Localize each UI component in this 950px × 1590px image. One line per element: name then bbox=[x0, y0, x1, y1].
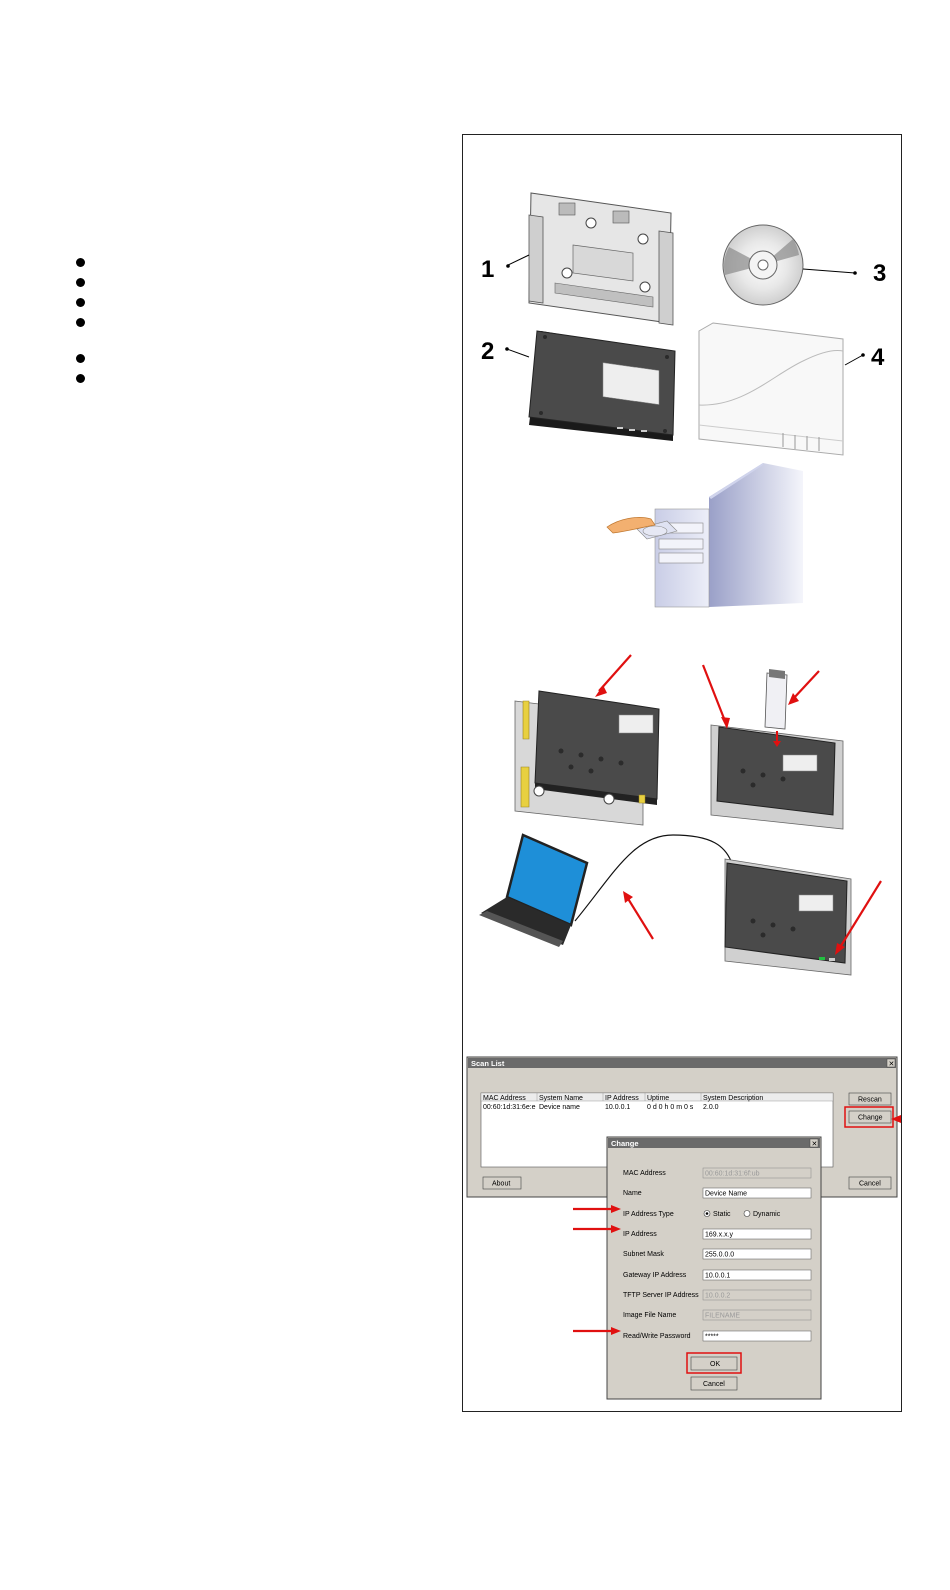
mac-field bbox=[702, 1167, 812, 1179]
image-field bbox=[702, 1309, 812, 1321]
name-input[interactable] bbox=[702, 1187, 812, 1199]
ok-highlight bbox=[686, 1352, 742, 1374]
change-close-button[interactable] bbox=[809, 1138, 819, 1148]
tftp-value: 10.0.0.2 bbox=[705, 1293, 730, 1300]
bullet bbox=[76, 258, 86, 268]
mounting-bracket-illustration bbox=[528, 192, 674, 326]
table-row[interactable]: 00:60:1d:31:6e:e Device name 10.0.0.1 0 … bbox=[483, 1104, 719, 1111]
device-mounting-illustration bbox=[514, 690, 660, 826]
close-icon: ✕ bbox=[889, 1061, 895, 1068]
gateway-value: 10.0.0.1 bbox=[705, 1273, 730, 1280]
password-value: ***** bbox=[705, 1334, 719, 1341]
ok-button[interactable] bbox=[690, 1356, 738, 1371]
name-value: Device Name bbox=[705, 1191, 747, 1198]
change-button-label: Change bbox=[858, 1115, 883, 1122]
bullet bbox=[76, 374, 86, 384]
callout-4: 4 bbox=[871, 344, 885, 371]
column-header[interactable]: IP Address bbox=[605, 1095, 639, 1102]
scan-list-title: Scan List bbox=[471, 1059, 505, 1068]
ip-label: IP Address bbox=[623, 1231, 657, 1238]
scan-cancel-button[interactable] bbox=[848, 1176, 892, 1190]
gateway-label: Gateway IP Address bbox=[623, 1272, 687, 1279]
subnet-input[interactable] bbox=[702, 1248, 812, 1260]
change-dialog: Change ✕ MAC Address 00:60:1d:31:6f:ub N… bbox=[606, 1136, 822, 1400]
mac-label: MAC Address bbox=[623, 1170, 666, 1177]
ip-value: 169.x.x.y bbox=[705, 1232, 734, 1239]
about-button-label: About bbox=[492, 1181, 510, 1188]
rescan-button[interactable] bbox=[848, 1092, 892, 1106]
device-unit-illustration bbox=[528, 330, 676, 441]
illustration-canvas: 1 3 2 4 bbox=[466, 192, 901, 1400]
power-supply-box-illustration bbox=[698, 322, 844, 456]
cell: Device name bbox=[539, 1104, 580, 1111]
tftp-field bbox=[702, 1289, 812, 1301]
cell: 00:60:1d:31:6e:e bbox=[483, 1104, 536, 1111]
scan-list-close-button[interactable] bbox=[886, 1058, 896, 1068]
password-input[interactable] bbox=[702, 1330, 812, 1342]
column-header[interactable]: System Description bbox=[703, 1095, 763, 1102]
mac-value: 00:60:1d:31:6f:ub bbox=[705, 1171, 760, 1178]
change-highlight bbox=[844, 1106, 894, 1128]
dynamic-label: Dynamic bbox=[753, 1211, 781, 1218]
computer-tower-illustration bbox=[606, 463, 803, 608]
change-button[interactable] bbox=[848, 1110, 892, 1124]
image-label: Image File Name bbox=[623, 1312, 676, 1319]
static-label: Static bbox=[713, 1211, 731, 1218]
card-insertion-illustration bbox=[710, 669, 844, 830]
cd-disc-illustration bbox=[722, 224, 804, 306]
dynamic-radio[interactable] bbox=[743, 1210, 751, 1217]
ip-type-label: IP Address Type bbox=[623, 1211, 674, 1218]
scan-cancel-label: Cancel bbox=[859, 1181, 881, 1188]
gateway-input[interactable] bbox=[702, 1269, 812, 1281]
bullet bbox=[76, 298, 86, 308]
change-dialog-title: Change bbox=[611, 1139, 639, 1148]
illustration-frame: 1 3 2 4 bbox=[462, 134, 902, 1412]
bullet bbox=[76, 354, 86, 364]
subnet-value: 255.0.0.0 bbox=[705, 1252, 734, 1259]
laptop-connection-illustration bbox=[479, 833, 852, 976]
change-cancel-button[interactable] bbox=[690, 1376, 738, 1391]
name-label: Name bbox=[623, 1190, 642, 1197]
column-header[interactable]: MAC Address bbox=[483, 1095, 526, 1102]
password-label: Read/Write Password bbox=[623, 1333, 691, 1340]
callout-3: 3 bbox=[873, 260, 886, 287]
rescan-button-label: Rescan bbox=[858, 1097, 882, 1104]
about-button[interactable] bbox=[482, 1176, 522, 1190]
callout-2: 2 bbox=[481, 338, 494, 365]
bullet bbox=[76, 318, 86, 328]
cell: 2.0.0 bbox=[703, 1104, 719, 1111]
tftp-label: TFTP Server IP Address bbox=[623, 1292, 699, 1299]
column-header[interactable]: Uptime bbox=[647, 1095, 669, 1102]
column-header[interactable]: System Name bbox=[539, 1095, 583, 1102]
callout-1: 1 bbox=[481, 256, 494, 283]
ip-input[interactable] bbox=[702, 1228, 812, 1240]
cell: 10.0.0.1 bbox=[605, 1104, 630, 1111]
subnet-label: Subnet Mask bbox=[623, 1251, 664, 1258]
bullet bbox=[76, 278, 86, 288]
ok-button-label: OK bbox=[710, 1361, 720, 1368]
cell: 0 d 0 h 0 m 0 s bbox=[647, 1104, 694, 1111]
change-cancel-label: Cancel bbox=[703, 1381, 725, 1388]
image-value: FILENAME bbox=[705, 1313, 740, 1320]
close-icon: ✕ bbox=[812, 1141, 818, 1148]
